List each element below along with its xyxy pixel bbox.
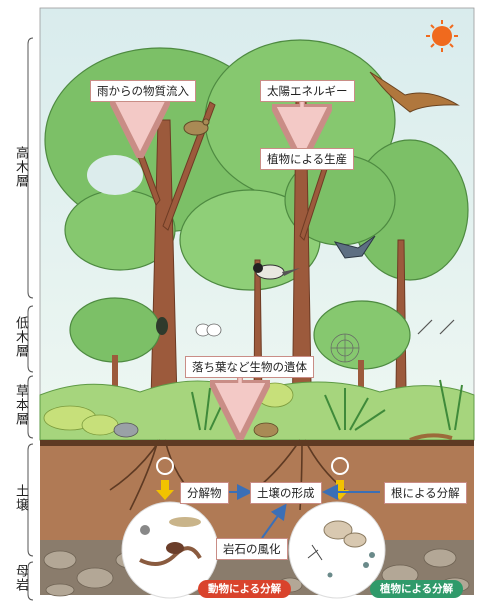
decomposed-label: 分解物: [180, 482, 229, 504]
layer-label-tall-tree: 高木層: [2, 146, 28, 188]
layer-label-low-tree: 低木層: [2, 316, 28, 358]
plant-production-label: 植物による生産: [260, 148, 354, 170]
rain-inflow-label: 雨からの物質流入: [90, 80, 196, 102]
soil-formation-label: 土壌の形成: [250, 482, 322, 504]
fallen-leaves-label: 落ち葉など生物の遺体: [185, 356, 314, 378]
mouse-icon: [114, 423, 138, 437]
layer-label-bedrock: 母岩: [2, 564, 28, 592]
layer-label-soil: 土壌: [2, 484, 28, 512]
beetle-icon: [156, 317, 168, 335]
rock-weathering-label: 岩石の風化: [216, 538, 288, 560]
layer-label-herb: 草本層: [2, 384, 28, 426]
root-decomposition-label: 根による分解: [384, 482, 467, 504]
butterfly-icon: [196, 324, 221, 336]
toad-icon: [254, 423, 278, 437]
animal-decomposition-badge: 動物による分解: [198, 580, 291, 598]
solar-energy-label: 太陽エネルギー: [260, 80, 355, 102]
spider-web-icon: [331, 334, 359, 362]
plant-decomposition-badge: 植物による分解: [370, 580, 463, 598]
layer-brackets: [28, 38, 33, 600]
